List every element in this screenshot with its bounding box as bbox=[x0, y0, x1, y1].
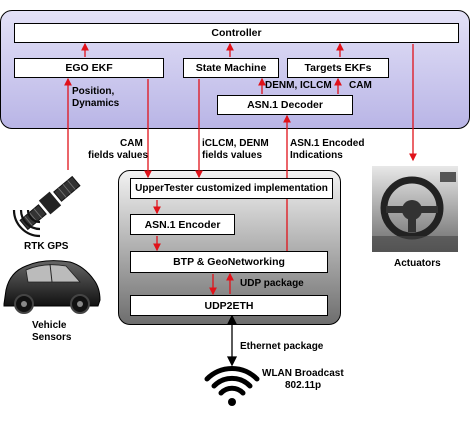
iclcm-fields-label-1: iCLCM, DENM bbox=[202, 138, 269, 149]
position-label-1: Position, bbox=[72, 86, 115, 97]
targets-ekfs-box: Targets EKFs bbox=[287, 58, 389, 78]
wlan-label-1: WLAN Broadcast bbox=[262, 368, 344, 379]
btp-geonetworking-box: BTP & GeoNetworking bbox=[130, 251, 328, 273]
denm-iclcm-label: DENM, ICLCM bbox=[265, 80, 332, 91]
asn1-encoded-label-1: ASN.1 Encoded bbox=[290, 138, 365, 149]
vehicle-label-1: Vehicle bbox=[32, 320, 67, 331]
position-label-2: Dynamics bbox=[72, 98, 120, 109]
cam-fields-label-1: CAM bbox=[120, 138, 143, 149]
state-machine-box: State Machine bbox=[183, 58, 279, 78]
asn1-decoder-box: ASN.1 Decoder bbox=[217, 95, 353, 115]
uppertester-box: UpperTester customized implementation bbox=[130, 178, 333, 199]
vehicle-label-2: Sensors bbox=[32, 332, 72, 343]
cam-fields-label-2: fields values bbox=[88, 150, 149, 161]
actuators-label: Actuators bbox=[394, 258, 441, 269]
wlan-label-2: 802.11p bbox=[285, 380, 322, 391]
cam-label: CAM bbox=[349, 80, 372, 91]
rtk-gps-label: RTK GPS bbox=[24, 241, 69, 252]
ethernet-package-label: Ethernet package bbox=[240, 341, 324, 352]
asn1-encoder-box: ASN.1 Encoder bbox=[130, 214, 235, 235]
iclcm-fields-label-2: fields values bbox=[202, 150, 263, 161]
udp2eth-box: UDP2ETH bbox=[130, 295, 328, 316]
asn1-encoded-label-2: Indications bbox=[290, 150, 343, 161]
ego-ekf-box: EGO EKF bbox=[14, 58, 164, 78]
controller-box: Controller bbox=[14, 23, 459, 43]
udp-package-label: UDP package bbox=[240, 278, 304, 289]
